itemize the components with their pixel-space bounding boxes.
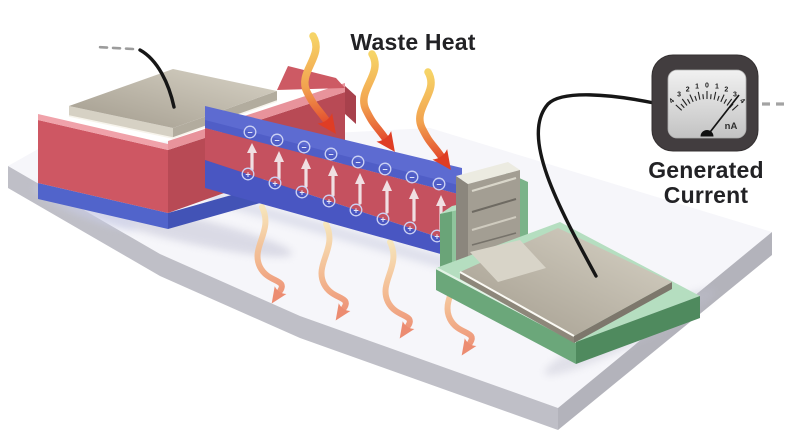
svg-text:+: + [434, 231, 439, 241]
meter-scale: 4 3 2 1 0 1 2 3 4 [668, 83, 746, 106]
clip-top-face [456, 162, 520, 184]
substrate-front-left-side [8, 166, 558, 430]
svg-text:+: + [380, 214, 385, 224]
minus-charge-icon: − [324, 147, 338, 161]
meter-scale-label: 4 [738, 97, 746, 105]
bar-shadow [205, 190, 468, 276]
block-pink-edge-left [38, 114, 168, 150]
svg-text:+: + [326, 196, 331, 206]
clip-stripe-bright2 [471, 216, 517, 231]
meter-scale-label: 1 [715, 84, 719, 91]
right-lead-wire [536, 93, 656, 278]
left-lead-wire [138, 48, 176, 109]
plus-charge-icon: + [241, 167, 255, 181]
plus-charge-icon: + [349, 203, 363, 217]
current-meter: 4 3 2 1 0 1 2 3 4 nA [651, 54, 790, 152]
svg-text:−: − [382, 164, 387, 174]
clip-stripe-dark [471, 198, 517, 213]
meter-unit-label: nA [725, 121, 738, 132]
clip-to-pad-ramp [470, 240, 546, 282]
plus-charge-icon: + [268, 176, 282, 190]
bar-top-front-band [205, 120, 462, 195]
minus-charge-icon: − [243, 125, 257, 139]
waste-heat-arrow-icon [301, 32, 336, 134]
svg-text:−: − [409, 172, 414, 182]
meter-scale-label: 3 [677, 92, 681, 99]
plus-charge-icon: + [295, 185, 309, 199]
meter-scale-label: 2 [724, 87, 728, 94]
plus-charge-icon: + [322, 194, 336, 208]
polarization-arrow-icon [247, 143, 257, 171]
svg-text:−: − [274, 135, 279, 145]
platform-front-right-side [576, 296, 700, 364]
pyroelectric-bar: − − − − − − − − + + + + + + + + [205, 106, 462, 260]
block-red-front-left [38, 120, 168, 213]
pad-edge-highlight [68, 100, 278, 139]
clip-front-face [468, 170, 520, 262]
plus-charge-icon: + [376, 212, 390, 226]
green-platform [435, 222, 700, 364]
meter-face [667, 69, 747, 139]
svg-text:−: − [436, 179, 441, 189]
positive-charges: + + + + + + + + [241, 167, 444, 243]
svg-text:−: − [355, 157, 360, 167]
polarization-arrow-icon [328, 165, 338, 197]
svg-text:+: + [272, 178, 277, 188]
minus-charge-icon: − [405, 170, 419, 184]
minus-charge-icon: − [351, 155, 365, 169]
polarization-arrow-icon [355, 173, 365, 205]
meter-scale-label: 2 [686, 87, 690, 94]
generated-current-label: Generated Current [648, 157, 764, 208]
svg-text:+: + [245, 169, 250, 179]
block-red-top-rim [277, 66, 345, 90]
meter-scale-label: 0 [705, 83, 709, 90]
block-blue-base-left [38, 183, 168, 229]
waste-heat-label: Waste Heat [350, 29, 475, 55]
generated-current-line2: Current [664, 182, 749, 208]
polarization-arrow-icon [301, 158, 311, 188]
waste-heat-arrow-icon [360, 50, 395, 152]
right-electrode-pad-side-left [460, 272, 574, 343]
polarization-arrows [247, 143, 446, 231]
clip-stripe-bright [471, 176, 517, 193]
polarization-arrow-icon [409, 188, 419, 222]
svg-text:+: + [407, 223, 412, 233]
meter-scale-label: 3 [733, 92, 737, 99]
wire-continuation-dashes-left [94, 45, 135, 51]
left-electrode-block [38, 66, 356, 229]
transmitted-heat-arrow-icon [254, 204, 287, 304]
transmitted-heat-arrow-icon [318, 221, 351, 321]
meter-needle [706, 94, 740, 137]
wires [94, 45, 656, 278]
svg-text:−: − [328, 149, 333, 159]
clip-stripe-dark2 [471, 232, 517, 246]
svg-text:+: + [299, 187, 304, 197]
minus-charge-icon: − [270, 133, 284, 147]
left-electrode-pad-side-left [69, 106, 173, 138]
right-pad-edge-highlight [459, 271, 575, 337]
clip-left-side [456, 176, 468, 268]
polarization-arrow-icon [274, 151, 284, 180]
meter-scale-label: 4 [668, 97, 676, 105]
transmitted-heat-arrow-icon [382, 239, 415, 339]
meter-pivot [700, 130, 714, 137]
block-right-cap [345, 86, 356, 124]
svg-text:−: − [301, 142, 306, 152]
substrate-front-right-side [558, 232, 772, 430]
svg-text:−: − [247, 127, 252, 137]
minus-charge-icon: − [297, 140, 311, 154]
minus-charge-icon: − [378, 162, 392, 176]
svg-text:+: + [353, 205, 358, 215]
meter-scale-label: 1 [695, 84, 699, 91]
right-electrode-pad-side-right [574, 282, 672, 343]
polarization-arrow-icon [382, 180, 392, 214]
negative-charges: − − − − − − − − [243, 125, 446, 191]
generated-current-line1: Generated [648, 157, 764, 183]
minus-charge-icon: − [432, 177, 446, 191]
waste-heat-arrows [301, 32, 451, 170]
plus-charge-icon: + [403, 221, 417, 235]
waste-heat-arrow-icon [416, 68, 451, 170]
platform-front-left-side [436, 268, 576, 364]
